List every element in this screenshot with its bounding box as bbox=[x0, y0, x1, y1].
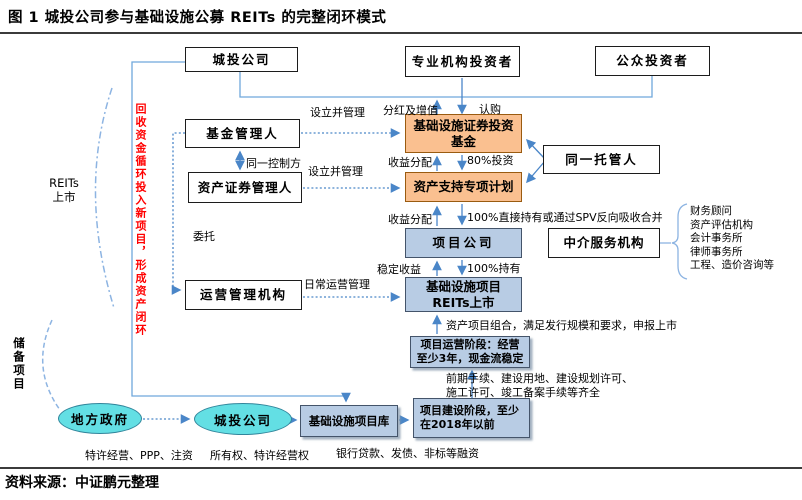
recycle-loop-line bbox=[131, 61, 351, 403]
reserve-projects-brace bbox=[41, 319, 61, 411]
box-custodian: 同一托管人 bbox=[543, 145, 660, 174]
label-subscribe: 认购 bbox=[479, 103, 501, 116]
box-chengtou-top: 城投公司 bbox=[185, 47, 298, 72]
label-financing: 银行贷款、发债、非标等融资 bbox=[336, 447, 479, 460]
label-procedures: 前期手续、建设用地、建设规划许可、 施工许可、竣工备案手续等齐全 bbox=[446, 372, 633, 399]
label-entrust: 委托 bbox=[193, 230, 215, 243]
box-project-pool: 基础设施项目库 bbox=[300, 405, 398, 437]
label-hold-100: 100%持有 bbox=[467, 262, 521, 275]
intermediary-brace bbox=[671, 203, 688, 280]
reits-listing-brace bbox=[94, 87, 115, 309]
list-item: 工程、造价咨询等 bbox=[690, 259, 774, 272]
label-dividend: 分红及增值 bbox=[383, 104, 438, 117]
label-ownership: 所有权、特许经营权 bbox=[210, 449, 309, 462]
box-construction-stage: 项目建设阶段，至少 在2018年以前 bbox=[413, 398, 530, 438]
label-spv-hold: 100%直接持有或通过SPV反向吸收合并 bbox=[467, 211, 663, 224]
box-infra-fund: 基础设施证券投资 基金 bbox=[405, 114, 522, 153]
note-reserve-projects: 储备项目 bbox=[12, 337, 26, 391]
note-recycle-loop: 回收资金循环投入新项目，形成资产闭环 bbox=[134, 103, 147, 337]
list-item: 会计事务所 bbox=[690, 232, 743, 245]
box-operation-manager: 运营管理机构 bbox=[185, 280, 302, 310]
figure-title: 图 1 城投公司参与基础设施公募 REITs 的完整闭环模式 bbox=[8, 10, 387, 26]
custodian-plan-arrow bbox=[526, 160, 546, 184]
box-project-company: 项目公司 bbox=[405, 228, 522, 258]
label-setup-manage-2: 设立并管理 bbox=[308, 165, 363, 178]
ellipse-chengtou-bottom: 城投公司 bbox=[194, 403, 292, 435]
label-income-dist-2: 收益分配 bbox=[388, 213, 432, 226]
label-same-controller: 同一控制方 bbox=[246, 157, 301, 170]
box-operation-stage: 项目运营阶段：经营 至少3年，现金流稳定 bbox=[410, 336, 530, 368]
label-invest-80: 80%投资 bbox=[467, 154, 514, 167]
investor-bus-line bbox=[239, 72, 653, 98]
label-stable-income: 稳定收益 bbox=[377, 263, 421, 276]
ellipse-local-gov: 地方政府 bbox=[58, 403, 142, 434]
box-abs-plan: 资产支持专项计划 bbox=[405, 172, 522, 202]
label-income-dist-1: 收益分配 bbox=[388, 156, 432, 169]
list-item: 资产评估机构 bbox=[690, 218, 753, 231]
entrust-dotted-path bbox=[171, 132, 185, 295]
box-intermediary: 中介服务机构 bbox=[548, 228, 660, 258]
intermediary-list: 财务顾问 资产评估机构 会计事务所 律师事务所 工程、造价咨询等 bbox=[690, 205, 774, 273]
box-institutional-investor: 专业机构投资者 bbox=[405, 46, 520, 77]
note-reits-listing: REITs 上市 bbox=[49, 176, 79, 204]
box-abs-manager: 资产证券管理人 bbox=[188, 172, 302, 203]
list-item: 财务顾问 bbox=[690, 205, 732, 217]
list-item: 律师事务所 bbox=[690, 245, 743, 258]
box-fund-manager: 基金管理人 bbox=[185, 119, 300, 148]
label-franchise: 特许经营、PPP、注资 bbox=[85, 449, 193, 462]
box-infra-reits-listed: 基础设施项目 REITs上市 bbox=[405, 277, 522, 312]
custodian-fund-arrow bbox=[525, 138, 546, 160]
footer-divider bbox=[0, 467, 802, 469]
label-portfolio: 资产项目组合，满足发行规模和要求，申报上市 bbox=[446, 319, 677, 332]
label-setup-manage-1: 设立并管理 bbox=[310, 106, 365, 119]
box-public-investor: 公众投资者 bbox=[595, 46, 710, 76]
source-note: 资料来源：中证鹏元整理 bbox=[5, 475, 159, 491]
label-daily-ops: 日常运营管理 bbox=[304, 278, 370, 291]
title-divider bbox=[0, 32, 802, 34]
